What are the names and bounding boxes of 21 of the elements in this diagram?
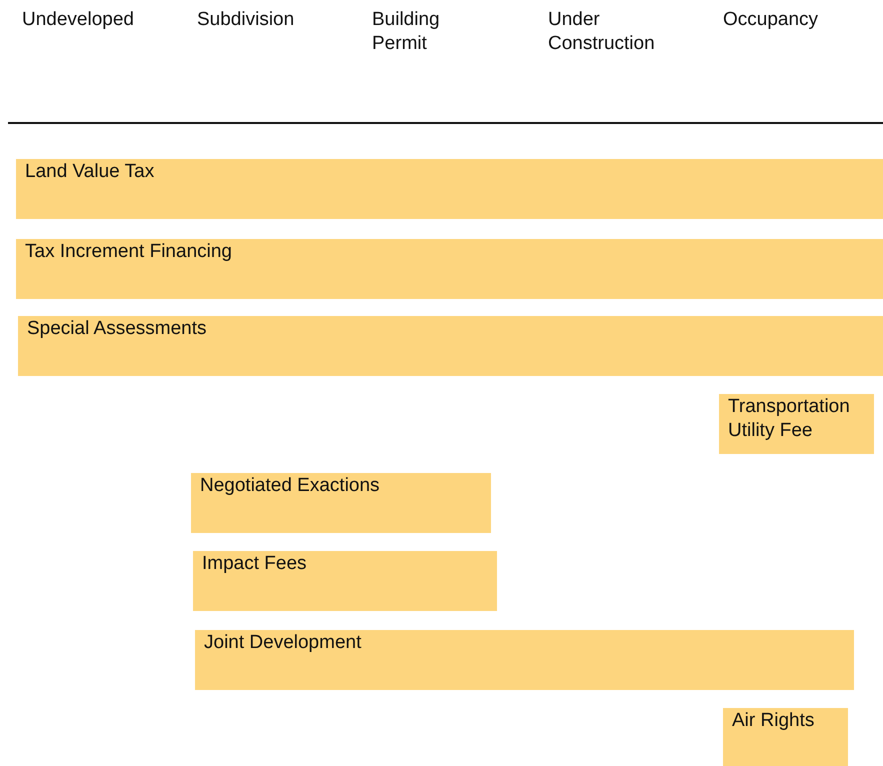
timeline-bar xyxy=(16,239,883,299)
timeline-bar xyxy=(719,394,874,454)
timeline-bar xyxy=(191,473,491,533)
timeline-bar xyxy=(723,708,848,766)
stage-heading: Undeveloped xyxy=(22,8,135,32)
bar-label: Transportation Utility Fee xyxy=(728,396,850,441)
stage-heading: Subdivision xyxy=(197,8,296,32)
bar-label: Negotiated Exactions xyxy=(200,475,380,496)
timeline-bar xyxy=(193,551,497,611)
bar-label: Joint Development xyxy=(204,632,362,653)
stage-heading: Occupancy xyxy=(723,8,820,32)
bar-label: Air Rights xyxy=(732,710,814,731)
bar-label: Special Assessments xyxy=(27,318,207,339)
timeline-bar xyxy=(195,630,854,690)
timeline-bar xyxy=(16,159,883,219)
bar-label: Impact Fees xyxy=(202,553,307,574)
stage-heading: Building Permit xyxy=(372,8,441,56)
bar-label: Tax Increment Financing xyxy=(25,241,232,262)
stage-heading: Under Construction xyxy=(548,8,656,56)
bar-label: Land Value Tax xyxy=(25,161,154,182)
timeline-bar xyxy=(18,316,883,376)
